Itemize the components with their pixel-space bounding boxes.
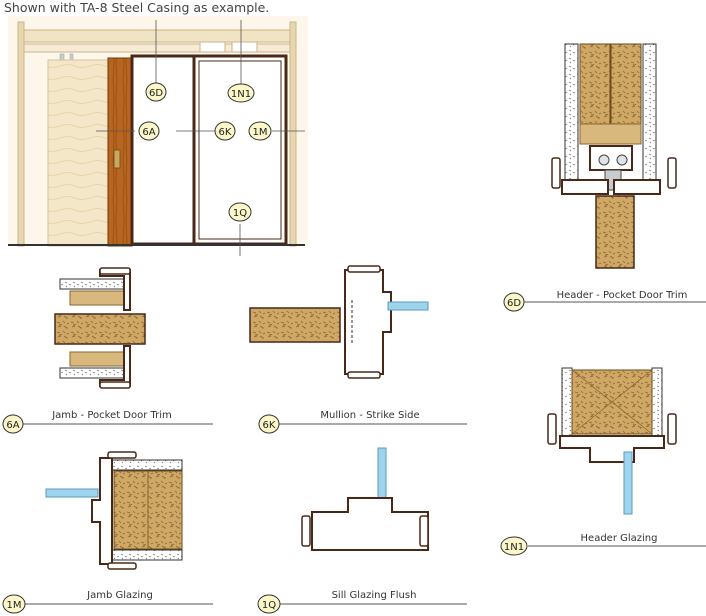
svg-text:1Q: 1Q <box>262 600 276 611</box>
svg-text:6D: 6D <box>507 298 521 309</box>
caption: Shown with TA-8 Steel Casing as example. <box>4 0 270 15</box>
overview-elevation: 6D 1N1 6A 6K 1M 1Q <box>8 16 308 256</box>
bubble-6a[interactable]: 6A <box>138 121 160 141</box>
svg-text:Header - Pocket Door Trim: Header - Pocket Door Trim <box>557 290 688 301</box>
svg-text:6K: 6K <box>263 420 276 431</box>
detail-1m-drawing <box>45 451 183 570</box>
detail-6d-drawing <box>551 43 677 269</box>
svg-text:Jamb Glazing: Jamb Glazing <box>86 590 153 601</box>
detail-1q-label[interactable]: 1Q Sill Glazing Flush <box>257 590 467 614</box>
svg-text:Header Glazing: Header Glazing <box>581 533 658 544</box>
svg-text:6D: 6D <box>149 88 163 99</box>
detail-6a-drawing <box>54 267 146 389</box>
detail-1m-label[interactable]: 1M Jamb Glazing <box>2 590 213 614</box>
detail-1n1-label[interactable]: 1N1 Header Glazing <box>500 533 706 556</box>
bubble-6d[interactable]: 6D <box>145 82 167 102</box>
svg-text:1M: 1M <box>253 127 268 138</box>
bubble-6k[interactable]: 6K <box>214 121 236 141</box>
detail-1q-drawing <box>301 447 429 551</box>
svg-text:1M: 1M <box>7 600 22 611</box>
svg-text:Mullion - Strike Side: Mullion - Strike Side <box>320 410 419 421</box>
svg-text:Jamb - Pocket Door Trim: Jamb - Pocket Door Trim <box>51 410 172 421</box>
svg-text:1N1: 1N1 <box>504 542 524 553</box>
svg-text:6A: 6A <box>142 127 155 138</box>
detail-1n1-drawing <box>547 367 677 515</box>
svg-text:6K: 6K <box>219 127 232 138</box>
detail-6k-drawing <box>249 265 429 379</box>
svg-text:6A: 6A <box>6 420 19 431</box>
detail-6a-label[interactable]: 6A Jamb - Pocket Door Trim <box>2 410 213 434</box>
detail-6k-label[interactable]: 6K Mullion - Strike Side <box>258 410 467 434</box>
bubble-1q[interactable]: 1Q <box>228 202 252 222</box>
svg-text:Sill Glazing Flush: Sill Glazing Flush <box>332 590 417 601</box>
bubble-1m[interactable]: 1M <box>248 121 272 141</box>
bubble-1n1[interactable]: 1N1 <box>227 83 255 103</box>
svg-text:1Q: 1Q <box>233 208 247 219</box>
detail-6d-label[interactable]: 6D Header - Pocket Door Trim <box>503 290 706 312</box>
svg-text:1N1: 1N1 <box>231 89 251 100</box>
